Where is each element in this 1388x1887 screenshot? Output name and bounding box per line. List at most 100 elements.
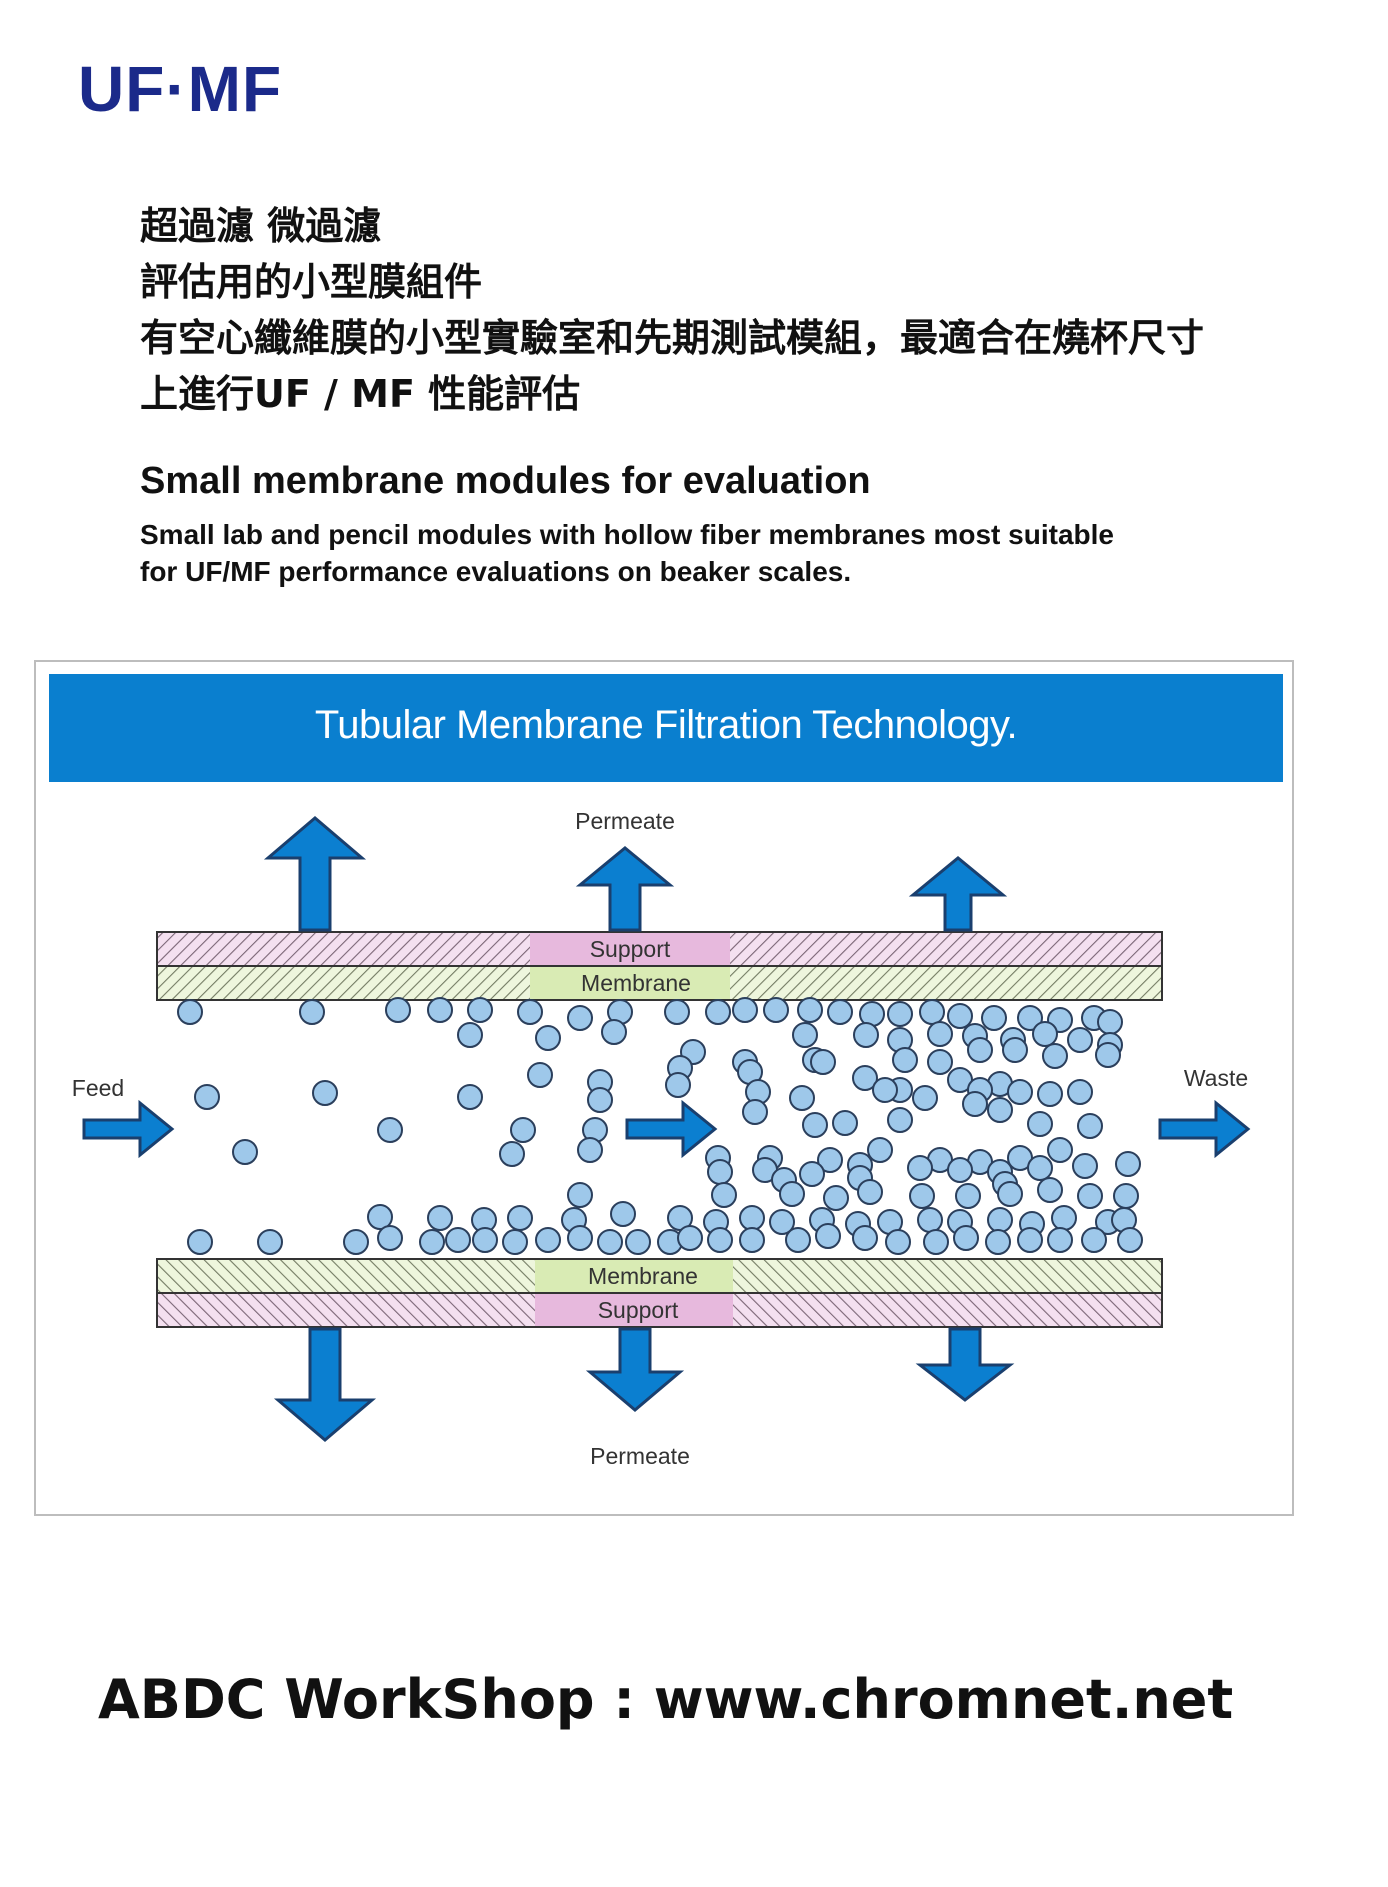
support-bottom-label: Support xyxy=(598,1297,679,1323)
bottom-membrane-layer: Membrane xyxy=(156,1258,1163,1294)
particle xyxy=(457,1084,483,1110)
particle xyxy=(867,1137,893,1163)
top-membrane-layer: Membrane xyxy=(156,965,1163,1001)
particle xyxy=(955,1183,981,1209)
particle xyxy=(517,999,543,1025)
particle xyxy=(1037,1177,1063,1203)
particle xyxy=(567,1225,593,1251)
feed-label: Feed xyxy=(72,1075,124,1101)
membrane-bottom-label: Membrane xyxy=(588,1263,698,1289)
particle xyxy=(567,1005,593,1031)
particle xyxy=(832,1110,858,1136)
particle xyxy=(1017,1227,1043,1253)
particle xyxy=(1097,1009,1123,1035)
particle xyxy=(872,1077,898,1103)
particle xyxy=(763,997,789,1023)
particles xyxy=(177,997,1143,1255)
particle xyxy=(1037,1081,1063,1107)
particle xyxy=(769,1209,795,1235)
particle xyxy=(1113,1183,1139,1209)
particle xyxy=(917,1207,943,1233)
particle xyxy=(707,1227,733,1253)
particle xyxy=(779,1181,805,1207)
particle xyxy=(892,1047,918,1073)
particle xyxy=(852,1225,878,1251)
particle xyxy=(802,1112,828,1138)
particle xyxy=(597,1229,623,1255)
particle xyxy=(457,1022,483,1048)
particle xyxy=(535,1025,561,1051)
permeate-down-arrow-left xyxy=(273,1327,377,1442)
particle xyxy=(377,1225,403,1251)
english-desc-line-1: Small lab and pencil modules with hollow… xyxy=(140,519,1114,550)
english-description: Small lab and pencil modules with hollow… xyxy=(140,516,1290,590)
particle xyxy=(1077,1113,1103,1139)
particle xyxy=(535,1227,561,1253)
particle xyxy=(1047,1227,1073,1253)
permeate-up-arrow-center xyxy=(575,846,675,932)
particle xyxy=(852,1065,878,1091)
bottom-support-layer: Support xyxy=(156,1292,1163,1328)
particle xyxy=(967,1037,993,1063)
particle xyxy=(510,1117,536,1143)
particle xyxy=(343,1229,369,1255)
particle xyxy=(707,1159,733,1185)
particle xyxy=(377,1117,403,1143)
particle xyxy=(799,1161,825,1187)
particle xyxy=(1027,1155,1053,1181)
particle xyxy=(677,1225,703,1251)
permeate-up-arrow-left xyxy=(263,816,367,932)
particle xyxy=(817,1147,843,1173)
diagram-title: Tubular Membrane Filtration Technology. xyxy=(314,703,1018,747)
particle xyxy=(857,1179,883,1205)
particle xyxy=(919,999,945,1025)
particle xyxy=(962,1091,988,1117)
feed-arrow xyxy=(82,1099,175,1159)
particle xyxy=(887,1001,913,1027)
english-title: Small membrane modules for evaluation xyxy=(140,460,871,502)
particle xyxy=(810,1049,836,1075)
flow-arrow xyxy=(625,1099,718,1159)
particle xyxy=(1067,1079,1093,1105)
particle xyxy=(427,997,453,1023)
english-desc-line-2: for UF/MF performance evaluations on bea… xyxy=(140,556,852,587)
particle xyxy=(1117,1227,1143,1253)
particle xyxy=(1027,1111,1053,1137)
particle xyxy=(997,1181,1023,1207)
particle xyxy=(1007,1079,1033,1105)
chinese-line-4: 上進行UF / MF 性能評估 xyxy=(140,372,581,416)
top-support-layer: Support xyxy=(156,931,1163,967)
footer-text: ABDC WorkShop : www.chromnet.net xyxy=(98,1668,1234,1731)
particle xyxy=(823,1185,849,1211)
particle xyxy=(1042,1043,1068,1069)
logo: UF·MF xyxy=(78,53,283,125)
chinese-description: 超過濾 微過濾 評估用的小型膜組件 有空心纖維膜的小型實驗室和先期測試模組，最適… xyxy=(140,198,1204,422)
chinese-line-3: 有空心纖維膜的小型實驗室和先期測試模組，最適合在燒杯尺寸 xyxy=(140,316,1205,360)
chinese-line-1: 超過濾 微過濾 xyxy=(140,204,382,248)
particle xyxy=(792,1022,818,1048)
particle xyxy=(981,1005,1007,1031)
particle xyxy=(577,1137,603,1163)
particle xyxy=(610,1201,636,1227)
particle xyxy=(427,1205,453,1231)
particle xyxy=(232,1139,258,1165)
particle xyxy=(1051,1205,1077,1231)
support-top-label: Support xyxy=(590,936,671,962)
particle xyxy=(194,1084,220,1110)
particle xyxy=(567,1182,593,1208)
chinese-line-2: 評估用的小型膜組件 xyxy=(140,260,483,304)
particle xyxy=(507,1205,533,1231)
particle xyxy=(853,1022,879,1048)
particle xyxy=(312,1080,338,1106)
particle xyxy=(502,1229,528,1255)
particle xyxy=(499,1141,525,1167)
particle xyxy=(887,1107,913,1133)
particle xyxy=(797,997,823,1023)
particle xyxy=(923,1229,949,1255)
particle xyxy=(912,1085,938,1111)
particle xyxy=(1115,1151,1141,1177)
particle xyxy=(815,1223,841,1249)
particle xyxy=(947,1157,973,1183)
particle xyxy=(985,1229,1011,1255)
particle xyxy=(664,999,690,1025)
